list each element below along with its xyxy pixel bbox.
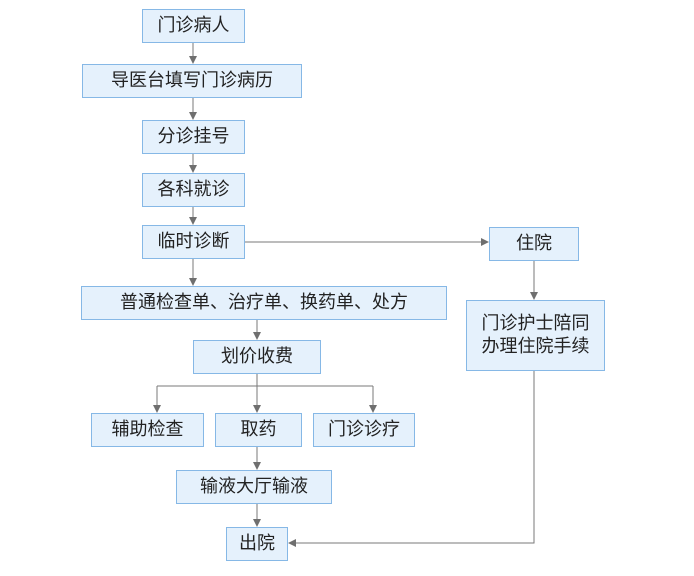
node-infusion-hall: 输液大厅输液 xyxy=(176,470,332,504)
node-auxiliary-examination-label: 辅助检查 xyxy=(111,418,184,440)
node-preliminary-diagnosis-label: 临时诊断 xyxy=(157,230,230,252)
node-preliminary-diagnosis: 临时诊断 xyxy=(142,225,245,259)
node-nurse-escort-line-1: 门诊护士陪同 xyxy=(481,313,590,334)
node-nurse-escort-line-2: 办理住院手续 xyxy=(481,335,590,357)
node-triage-registration: 分诊挂号 xyxy=(142,120,245,154)
node-infusion-hall-label: 输液大厅输液 xyxy=(200,475,308,497)
node-outpatient-treatment-label: 门诊诊疗 xyxy=(328,418,400,440)
node-collect-medicine: 取药 xyxy=(215,413,302,447)
node-orders-and-prescriptions-label: 普通检查单、治疗单、换药单、处方 xyxy=(120,291,408,313)
node-outpatient-patient-label: 门诊病人 xyxy=(157,14,230,36)
node-outpatient-treatment: 门诊诊疗 xyxy=(313,413,415,447)
node-outpatient-patient: 门诊病人 xyxy=(142,9,245,43)
node-pricing-payment-label: 划价收费 xyxy=(221,345,293,367)
node-guide-desk-record: 导医台填写门诊病历 xyxy=(82,64,302,98)
node-discharge-label: 出院 xyxy=(239,532,275,554)
node-orders-and-prescriptions: 普通检查单、治疗单、换药单、处方 xyxy=(81,286,447,320)
arrow-nurse-to-discharge xyxy=(288,371,535,547)
node-department-visit: 各科就诊 xyxy=(142,173,245,207)
node-guide-desk-record-label: 导医台填写门诊病历 xyxy=(111,69,273,91)
node-collect-medicine-label: 取药 xyxy=(240,418,277,440)
node-hospital-admission-label: 住院 xyxy=(516,232,552,254)
node-triage-registration-label: 分诊挂号 xyxy=(157,125,230,147)
node-pricing-payment: 划价收费 xyxy=(193,340,321,374)
node-discharge: 出院 xyxy=(226,527,288,561)
node-nurse-escort-admission: 门诊护士陪同 办理住院手续 xyxy=(466,300,605,371)
node-department-visit-label: 各科就诊 xyxy=(157,178,230,200)
node-auxiliary-examination: 辅助检查 xyxy=(91,413,204,447)
node-hospital-admission: 住院 xyxy=(489,227,579,261)
